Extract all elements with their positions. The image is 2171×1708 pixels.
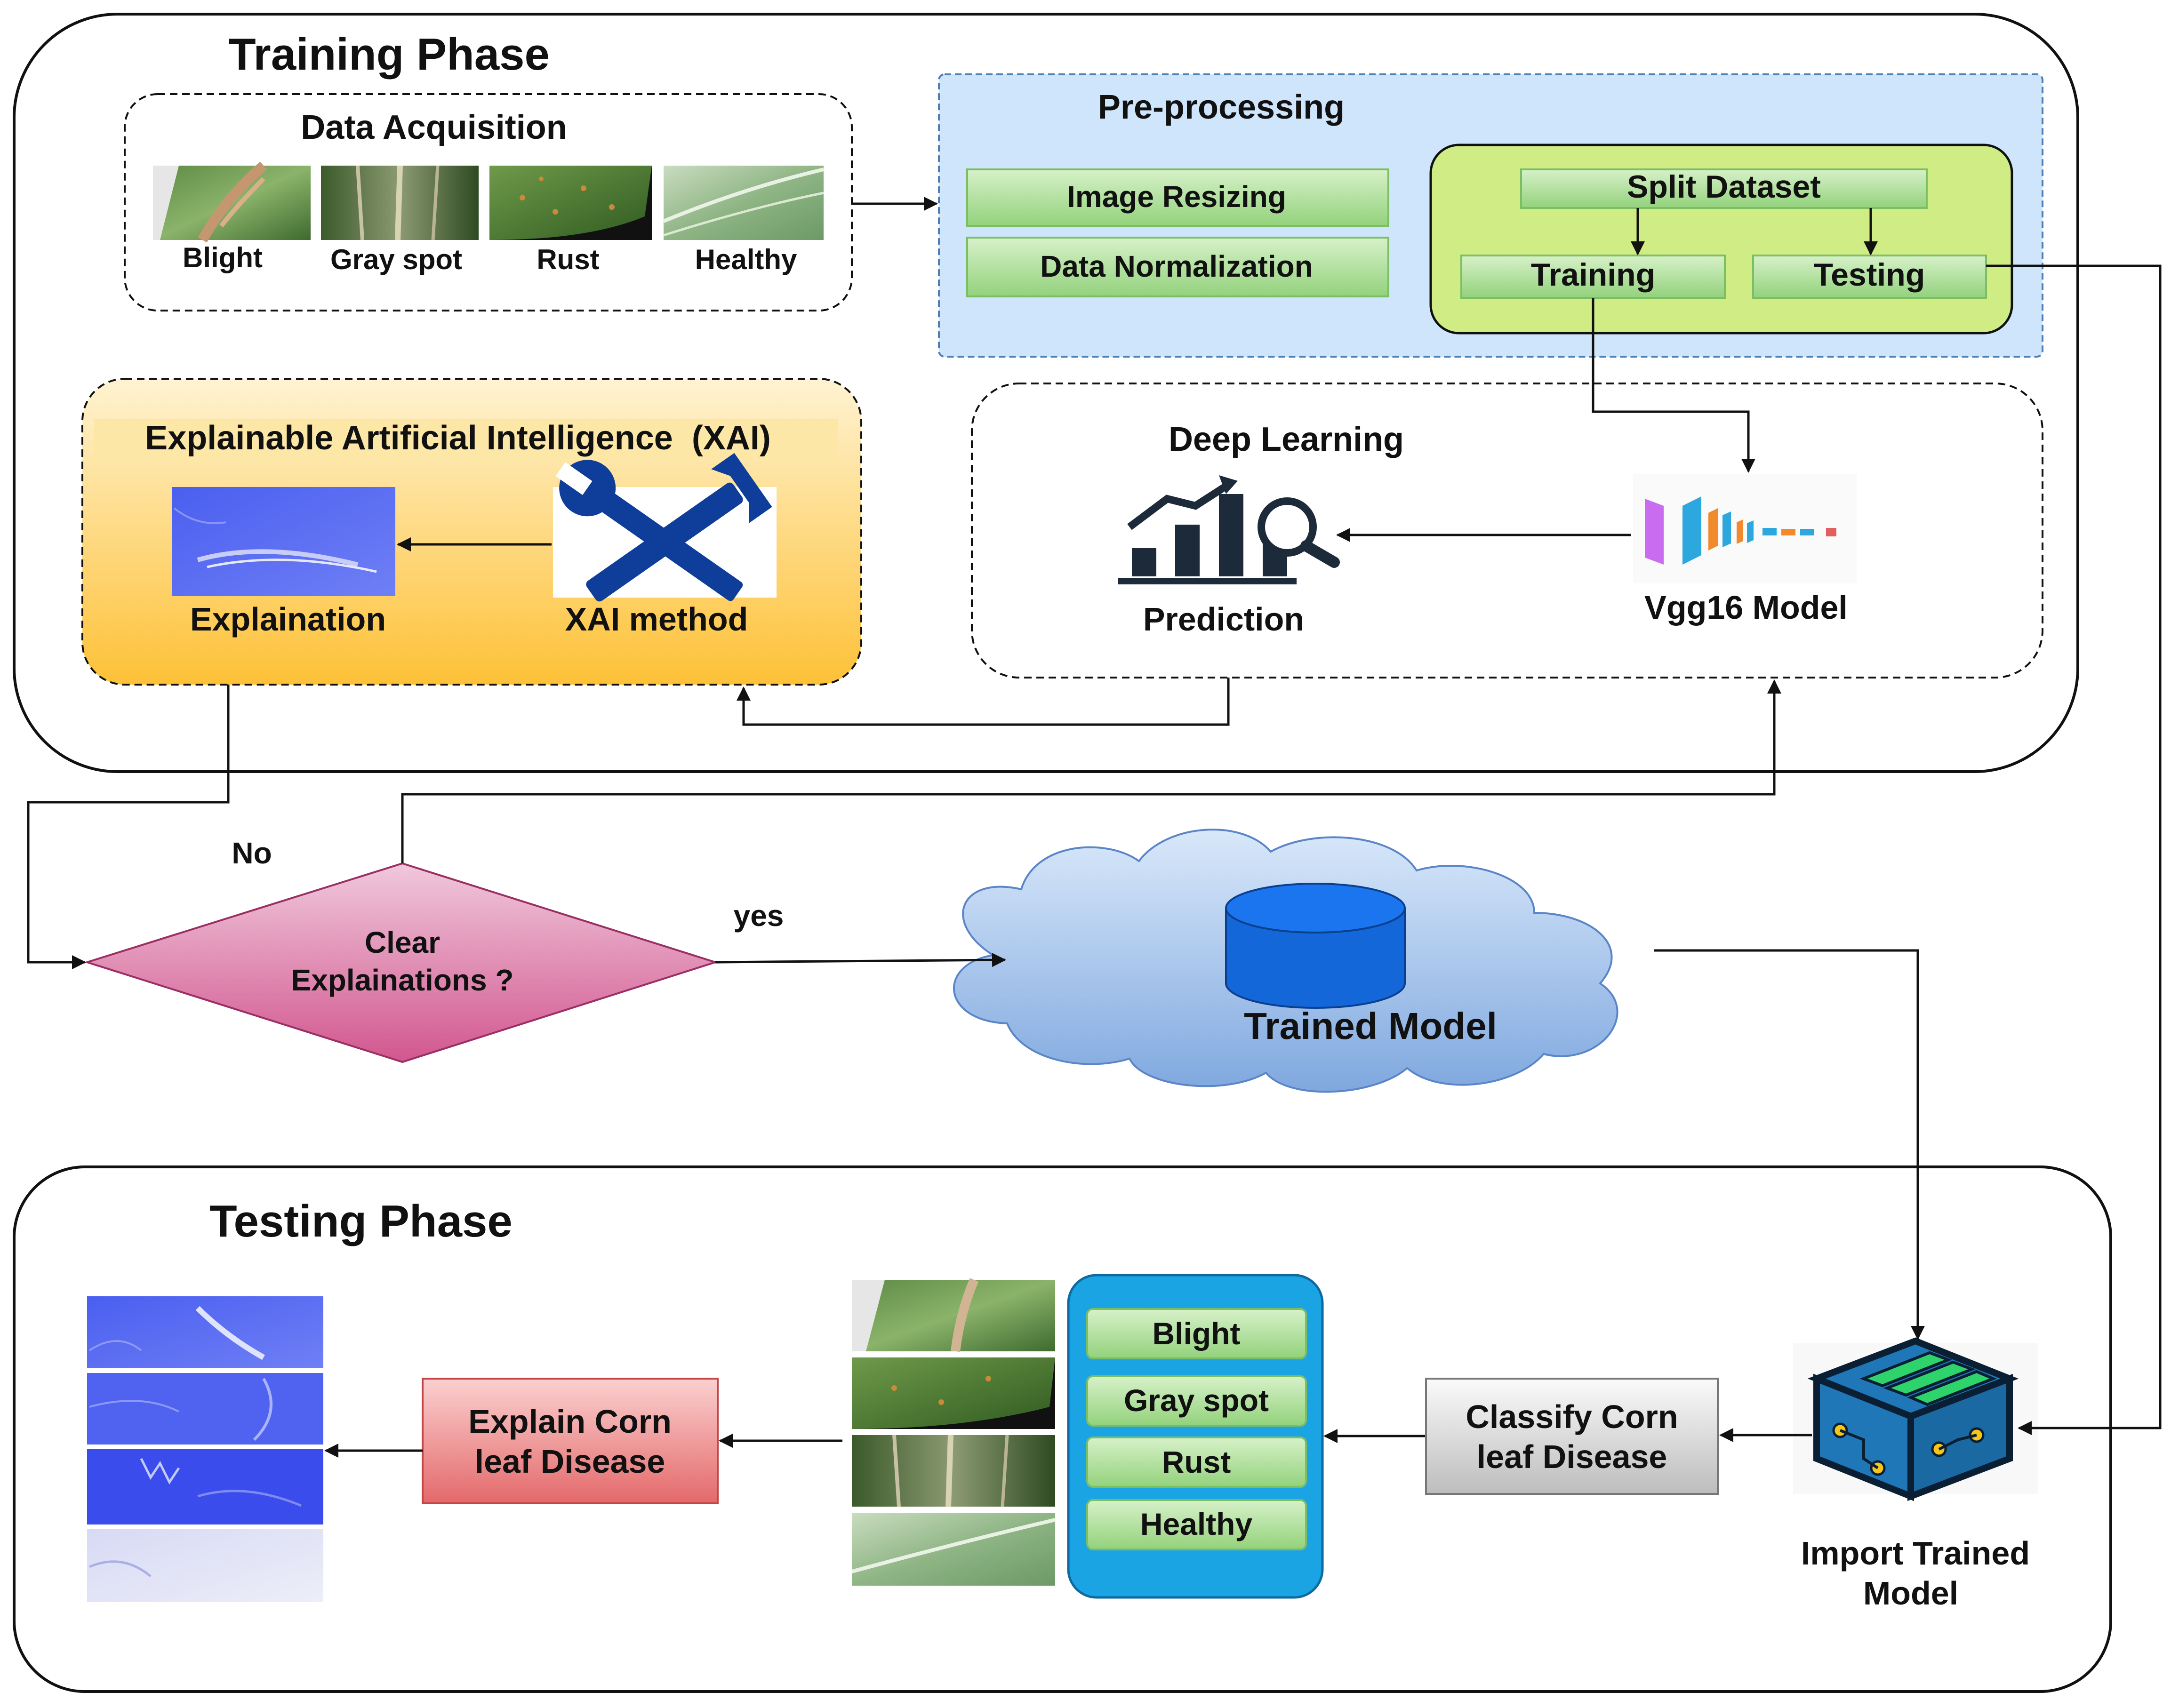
testing-phase-panel: Testing Phase [13,1165,2112,1693]
database-icon [1225,883,1406,1009]
import-trained-model-icon [1793,1337,2038,1501]
split-dataset-header [1520,168,1928,209]
deep-learning-box: Deep Learning Prediction Vgg1 [971,383,2043,678]
class-label-rust: Rust [1162,1445,1231,1479]
split-dataset-title: Split Dataset [1627,169,1821,205]
class-box-rust [1086,1437,1307,1488]
classify-corn-leaf-disease-box: Classify Corn leaf Disease [1425,1378,1719,1495]
image-resizing-box: Image Resizing [966,168,1389,227]
decision-line2: Explainations ? [291,963,514,997]
deep-learning-title: Deep Learning [1169,421,1404,458]
training-to-vgg16-arrow [1592,298,1755,473]
xai-method-icon [553,453,777,602]
leaf-image-rust [489,166,652,240]
training-split-label: Training [1531,257,1655,293]
decision-line1: Clear [365,926,440,959]
testing-phase-title: Testing Phase [209,1196,513,1246]
explanation-label: Explaination [190,601,386,638]
leaf-image-healthy [663,166,824,240]
yes-label: yes [734,899,784,933]
explain-line1: Explain Corn [468,1403,672,1440]
leaf-image-blight [153,161,311,243]
class-box-healthy [1086,1499,1307,1550]
data-acquisition-box: Data Acquisition Blight [124,93,853,311]
trained-model-cloud: Trained Model [953,829,1618,1093]
test-leaf-images [851,1278,1056,1586]
no-label-box: No [188,823,315,885]
import-trained-model-line2: Model [1863,1575,1958,1612]
xai-method-label: XAI method [565,601,748,638]
classify-line2: leaf Disease [1477,1438,1667,1475]
preprocessing-box: Pre-processing Image Resizing Data Norma… [938,73,2043,358]
class-label-blight: Blight [1153,1316,1241,1351]
classify-line1: Classify Corn [1466,1398,1678,1435]
clear-explanations-decision: Clear Explainations ? [84,862,719,1063]
xai-title-band [94,419,838,461]
data-acquisition-title: Data Acquisition [301,109,567,146]
trained-model-label: Trained Model [1244,1005,1497,1047]
prediction-label: Prediction [1143,601,1304,638]
preprocessing-title: Pre-processing [1098,88,1345,126]
sample-label-blight: Blight [183,242,263,273]
prediction-icon [1118,475,1340,584]
decision-yes-to-cloud-arrow [715,953,1006,967]
data-normalization-label: Data Normalization [1040,249,1313,283]
cloud-to-import-model-arrow [1654,949,1925,1340]
data-normalization-box: Data Normalization [966,237,1389,297]
vgg16-architecture-image [1633,474,1857,583]
image-resizing-label: Image Resizing [1067,180,1286,214]
class-label-gray-spot: Gray spot [1124,1383,1269,1418]
connectors [27,197,2162,1458]
class-label-healthy: Healthy [1140,1507,1253,1541]
explain-line2: leaf Disease [475,1443,665,1480]
testing-split-label: Testing [1814,257,1925,293]
deep-learning-to-xai-arrow [737,678,1230,726]
sample-label-healthy: Healthy [695,244,797,275]
training-phase-title: Training Phase [228,29,550,80]
explanation-heatmap-stack [87,1296,323,1602]
sample-label-rust: Rust [537,244,599,275]
no-label: No [232,836,272,870]
decision-no-to-deep-learning-arrow [401,679,1781,863]
split-dataset-box: Split Dataset Training Testing [1429,144,2013,335]
explain-corn-leaf-disease-box: Explain Corn leaf Disease [422,1378,719,1504]
import-trained-model-line1: Import Trained [1801,1535,2030,1572]
class-box-blight [1086,1308,1307,1359]
disease-class-panel: Blight Gray spot Rust Healthy [1067,1274,1324,1599]
testing-split-box [1752,255,1987,299]
yes-label-box: yes [701,885,828,948]
xai-title: Explainable Artificial Intelligence (XAI… [145,419,771,457]
vgg16-model-label: Vgg16 Model [1644,589,1848,626]
xai-box: Explainable Artificial Intelligence (XAI… [81,378,862,686]
leaf-image-gray-spot [321,165,479,240]
testing-to-import-model-arrow [1986,264,2162,1435]
class-box-gray-spot [1086,1375,1307,1427]
xai-to-decision-arrow [27,685,230,969]
explanation-heatmap-image [172,487,395,596]
sample-label-gray-spot: Gray spot [330,244,462,275]
